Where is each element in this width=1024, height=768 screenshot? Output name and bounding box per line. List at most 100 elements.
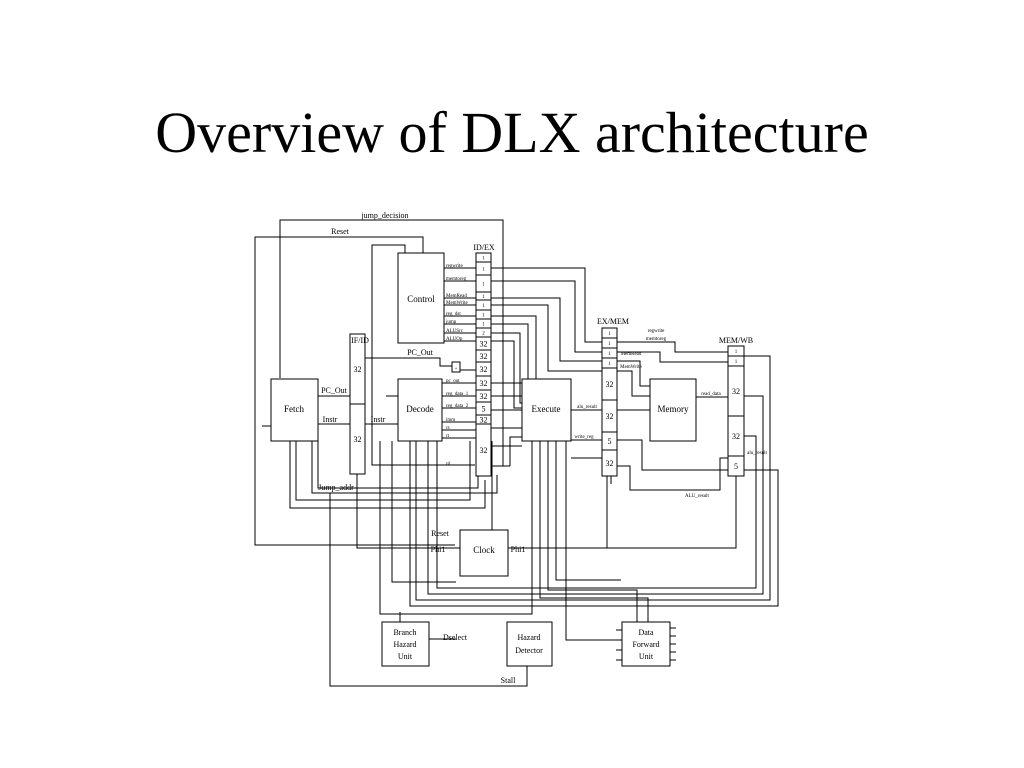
pc-out-decode-label: PC_Out bbox=[407, 348, 434, 357]
id-ex-data-label: rt bbox=[446, 434, 450, 439]
reg-memwb-field: 1 bbox=[735, 360, 738, 365]
memory-unit: Memory bbox=[649, 378, 697, 442]
reg-idex-field: 32 bbox=[480, 365, 488, 374]
mem-wb-register: 1 1 32 32 5 bbox=[727, 345, 745, 477]
reg-idex-field: 32 bbox=[480, 416, 488, 425]
signal-labels: jump_decision Reset PC_Out Instr Instr P… bbox=[318, 211, 767, 685]
reset-top-label: Reset bbox=[331, 227, 350, 236]
reset-clock-label: Reset bbox=[431, 529, 450, 538]
regwrite-wb-label: regwrite bbox=[648, 329, 665, 334]
id-ex-data-label: pc_out bbox=[446, 379, 460, 384]
reg-exmem-field: 1 bbox=[608, 342, 611, 347]
reg-idex-field: 1 bbox=[482, 257, 485, 262]
jump-addr-label: Jump_addr bbox=[318, 483, 354, 492]
reg-idex-field: 1 bbox=[482, 323, 485, 328]
fetch-label: Fetch bbox=[284, 404, 304, 414]
id-ex-data-label: imm bbox=[446, 418, 455, 423]
adder-plus-label: + bbox=[455, 367, 458, 372]
fetch-unit: Fetch bbox=[270, 378, 319, 442]
write-reg-label: write_reg bbox=[574, 435, 594, 440]
slide-title: Overview of DLX architecture bbox=[155, 100, 869, 165]
branch-hazard-unit: Branch Hazard Unit bbox=[381, 621, 430, 667]
data-forward-line-1: Data bbox=[638, 628, 654, 637]
reg-idex-field: 1 bbox=[482, 268, 485, 273]
phi1-right-label: Phi1 bbox=[511, 545, 526, 554]
branch-hazard-line-1: Branch bbox=[393, 628, 416, 637]
reg-idex-field: 1 bbox=[482, 304, 485, 309]
reg-idex-field: 32 bbox=[480, 340, 488, 349]
reg-exmem-field: 1 bbox=[608, 362, 611, 367]
hazard-detector-line-2: Detector bbox=[515, 646, 543, 655]
reg-exmem-field: 32 bbox=[606, 412, 614, 421]
dselect-label: Dselect bbox=[443, 633, 468, 642]
id-ex-label: ID/EX bbox=[473, 243, 495, 252]
clock-unit: Clock bbox=[459, 529, 509, 577]
if-id-register: 32 32 bbox=[349, 333, 366, 475]
reg-idex-field: 1 bbox=[482, 283, 485, 288]
execute-unit: Execute bbox=[521, 378, 572, 442]
data-forward-line-2: Forward bbox=[632, 640, 659, 649]
jump-decision-label: jump_decision bbox=[360, 211, 408, 220]
id-ex-data-label: reg_data_1 bbox=[446, 392, 469, 397]
control-unit: Control bbox=[397, 252, 445, 344]
decode-label: Decode bbox=[406, 404, 433, 414]
branch-hazard-line-2: Hazard bbox=[393, 640, 416, 649]
reg-exmem-field: 1 bbox=[608, 352, 611, 357]
ex-mem-label: EX/MEM bbox=[597, 317, 629, 326]
execute-label: Execute bbox=[532, 404, 561, 414]
ex-mem-register: 1 1 1 1 32 32 5 32 bbox=[601, 327, 618, 477]
clock-label: Clock bbox=[473, 545, 495, 555]
stall-label: Stall bbox=[501, 676, 516, 685]
data-forward-line-3: Unit bbox=[639, 652, 654, 661]
id-ex-data-label: rd bbox=[446, 462, 451, 467]
id-ex-control-label: MemWrite bbox=[446, 301, 469, 306]
reg-idex-field: 32 bbox=[480, 392, 488, 401]
reg-exmem-field: 32 bbox=[606, 380, 614, 389]
reg-idex-field: 32 bbox=[480, 352, 488, 361]
reg-idex-field: 32 bbox=[480, 446, 488, 455]
id-ex-control-label: ALUOp bbox=[446, 337, 463, 342]
id-ex-control-label: regwrite bbox=[446, 264, 463, 269]
reg-idex-field: 5 bbox=[482, 405, 486, 414]
reg-exmem-field: 5 bbox=[608, 437, 612, 446]
mem-wb-label: MEM/WB bbox=[719, 336, 753, 345]
reg-memwb-field: 32 bbox=[732, 432, 740, 441]
id-ex-data-label: reg_data_2 bbox=[446, 404, 469, 409]
id-ex-control-label: jump bbox=[445, 320, 457, 325]
reg-exmem-field: 1 bbox=[608, 332, 611, 337]
reg-memwb-field: 5 bbox=[734, 462, 738, 471]
memwrite-label: MemWrite bbox=[620, 365, 643, 370]
wires bbox=[254, 219, 779, 687]
id-ex-register: 1 1 1 1 1 1 1 2 32 32 32 32 32 5 32 32 bbox=[475, 252, 492, 477]
reg-exmem-field: 32 bbox=[606, 459, 614, 468]
reg-idex-field: 1 bbox=[482, 295, 485, 300]
reg-idex-field: 32 bbox=[480, 379, 488, 388]
data-forward-unit: Data Forward Unit bbox=[616, 621, 676, 667]
id-ex-control-label: ALUSrc bbox=[446, 329, 464, 334]
id-ex-control-label: memtoreg bbox=[446, 277, 467, 282]
control-label: Control bbox=[407, 294, 435, 304]
id-ex-data-label: rs bbox=[446, 426, 450, 431]
branch-hazard-line-3: Unit bbox=[398, 652, 413, 661]
phi1-left-label: Phi1 bbox=[431, 545, 446, 554]
id-ex-control-label: MemRead bbox=[446, 294, 467, 299]
memtoreg-wb-label: memtoreg bbox=[646, 337, 667, 342]
reg-memwb-field: 1 bbox=[735, 350, 738, 355]
reg-memwb-field: 32 bbox=[732, 387, 740, 396]
instr-decode-label: Instr bbox=[371, 415, 386, 424]
pc-adder: + bbox=[451, 361, 461, 373]
reg-ifid-field: 32 bbox=[354, 435, 362, 444]
reg-idex-field: 2 bbox=[482, 332, 485, 337]
reg-ifid-field: 32 bbox=[354, 365, 362, 374]
reg-idex-field: 1 bbox=[482, 314, 485, 319]
alu-result-ex-label: alu_result bbox=[577, 405, 597, 410]
hazard-detector-line-1: Hazard bbox=[517, 633, 540, 642]
decode-unit: Decode bbox=[397, 378, 443, 442]
pc-out-fetch-label: PC_Out bbox=[321, 386, 348, 395]
memory-label: Memory bbox=[658, 404, 689, 414]
id-ex-control-label: reg_dst bbox=[446, 312, 461, 317]
memread-label: MemRead bbox=[621, 352, 642, 357]
